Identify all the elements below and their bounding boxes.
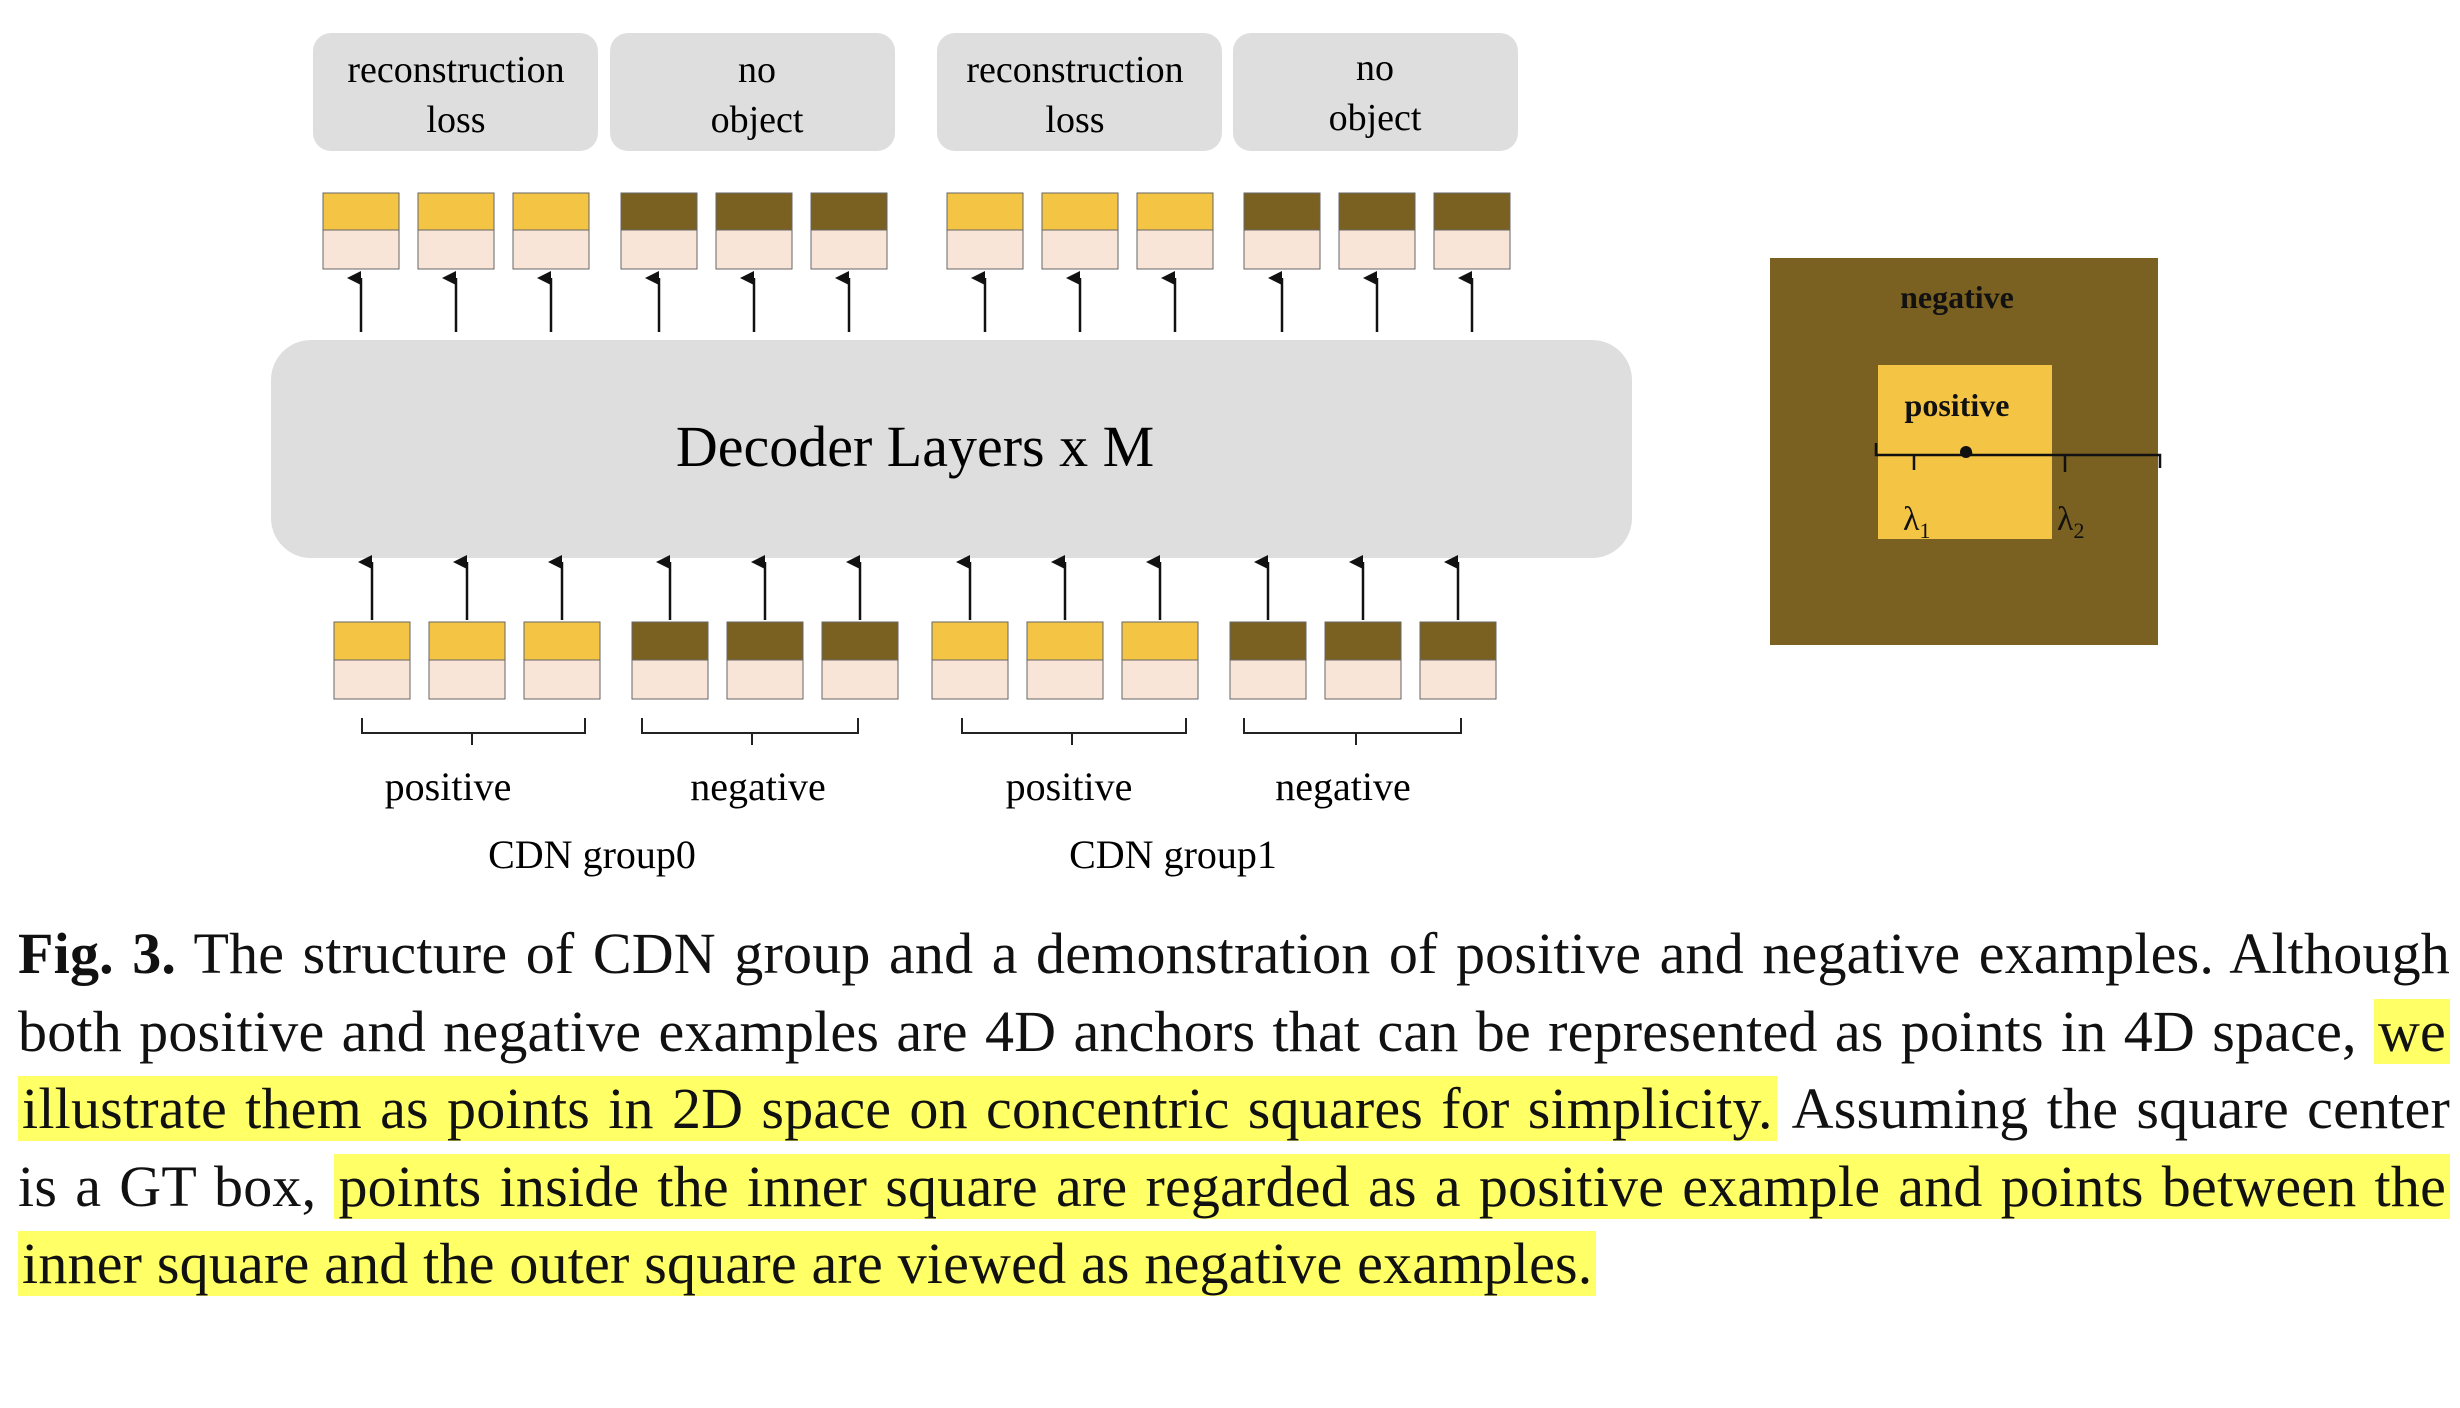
lambda2-label: λ2 <box>2057 501 2085 543</box>
output-label-0-line1: reconstruction <box>347 49 564 91</box>
input-token <box>821 621 899 700</box>
output-token <box>512 192 590 270</box>
output-token <box>417 192 495 270</box>
group0-name: CDN group0 <box>488 832 696 877</box>
output-token <box>322 192 400 270</box>
input-token <box>631 621 709 700</box>
lambda1-label: λ1 <box>1903 501 1931 543</box>
output-label-box-3 <box>1233 33 1518 151</box>
input-token <box>523 621 601 700</box>
gt-center-dot <box>1960 446 1972 458</box>
group0-positive-label: positive <box>385 764 512 809</box>
outer-square-label: negative <box>1900 279 2014 315</box>
output-tokens <box>322 192 1511 270</box>
inner-square-label: positive <box>1905 387 2010 423</box>
output-arrows <box>347 271 1474 332</box>
output-label-2-line1: reconstruction <box>966 49 1183 91</box>
output-token <box>620 192 698 270</box>
figure-label: Fig. 3. <box>18 921 177 986</box>
output-label-0-line2: loss <box>426 99 485 141</box>
group1-name: CDN group1 <box>1069 832 1277 877</box>
output-label-1-line2: object <box>711 99 804 141</box>
caption-text-2: Assuming the square center is a GT box, <box>18 1076 2450 1219</box>
output-token <box>715 192 793 270</box>
input-token <box>1026 621 1104 700</box>
cdn-diagram: reconstruction loss no object reconstruc… <box>271 33 2162 877</box>
brace-group0-negative <box>641 718 859 745</box>
output-label-box-2 <box>937 33 1222 151</box>
output-token <box>810 192 888 270</box>
brace-group1-negative <box>1243 718 1462 745</box>
output-token <box>946 192 1024 270</box>
input-token <box>931 621 1009 700</box>
output-label-box-1 <box>610 33 895 151</box>
input-tokens <box>333 621 1497 700</box>
input-token <box>1324 621 1402 700</box>
group-braces <box>361 718 1462 745</box>
decoder-block <box>271 340 1632 558</box>
output-label-3-line2: object <box>1329 97 1422 139</box>
brace-group0-positive <box>361 718 586 745</box>
output-token <box>1041 192 1119 270</box>
decoder-label: Decoder Layers x M <box>676 414 1154 479</box>
concentric-squares-inset: negative positive λ1 λ2 <box>1770 258 2162 645</box>
input-token <box>428 621 506 700</box>
group1-positive-label: positive <box>1006 764 1133 809</box>
group1-negative-label: negative <box>1275 764 1411 809</box>
output-token <box>1136 192 1214 270</box>
input-token <box>1121 621 1199 700</box>
input-token <box>726 621 804 700</box>
output-token <box>1243 192 1321 270</box>
output-label-box-0 <box>313 33 598 151</box>
input-arrows <box>358 555 1460 620</box>
caption-text-1: The structure of CDN group and a demonst… <box>18 921 2450 1064</box>
group0-negative-label: negative <box>690 764 826 809</box>
output-label-2-line2: loss <box>1045 99 1104 141</box>
output-label-3-line1: no <box>1356 47 1394 89</box>
input-token <box>333 621 411 700</box>
output-token <box>1338 192 1416 270</box>
figure-caption: Fig. 3. The structure of CDN group and a… <box>18 915 2451 1303</box>
input-token <box>1419 621 1497 700</box>
caption-highlight-2: points inside the inner square are regar… <box>18 1153 2451 1296</box>
brace-group1-positive <box>961 718 1187 745</box>
output-token <box>1433 192 1511 270</box>
output-labels: reconstruction loss no object reconstruc… <box>313 33 1518 151</box>
output-label-1-line1: no <box>738 49 776 91</box>
input-token <box>1229 621 1307 700</box>
